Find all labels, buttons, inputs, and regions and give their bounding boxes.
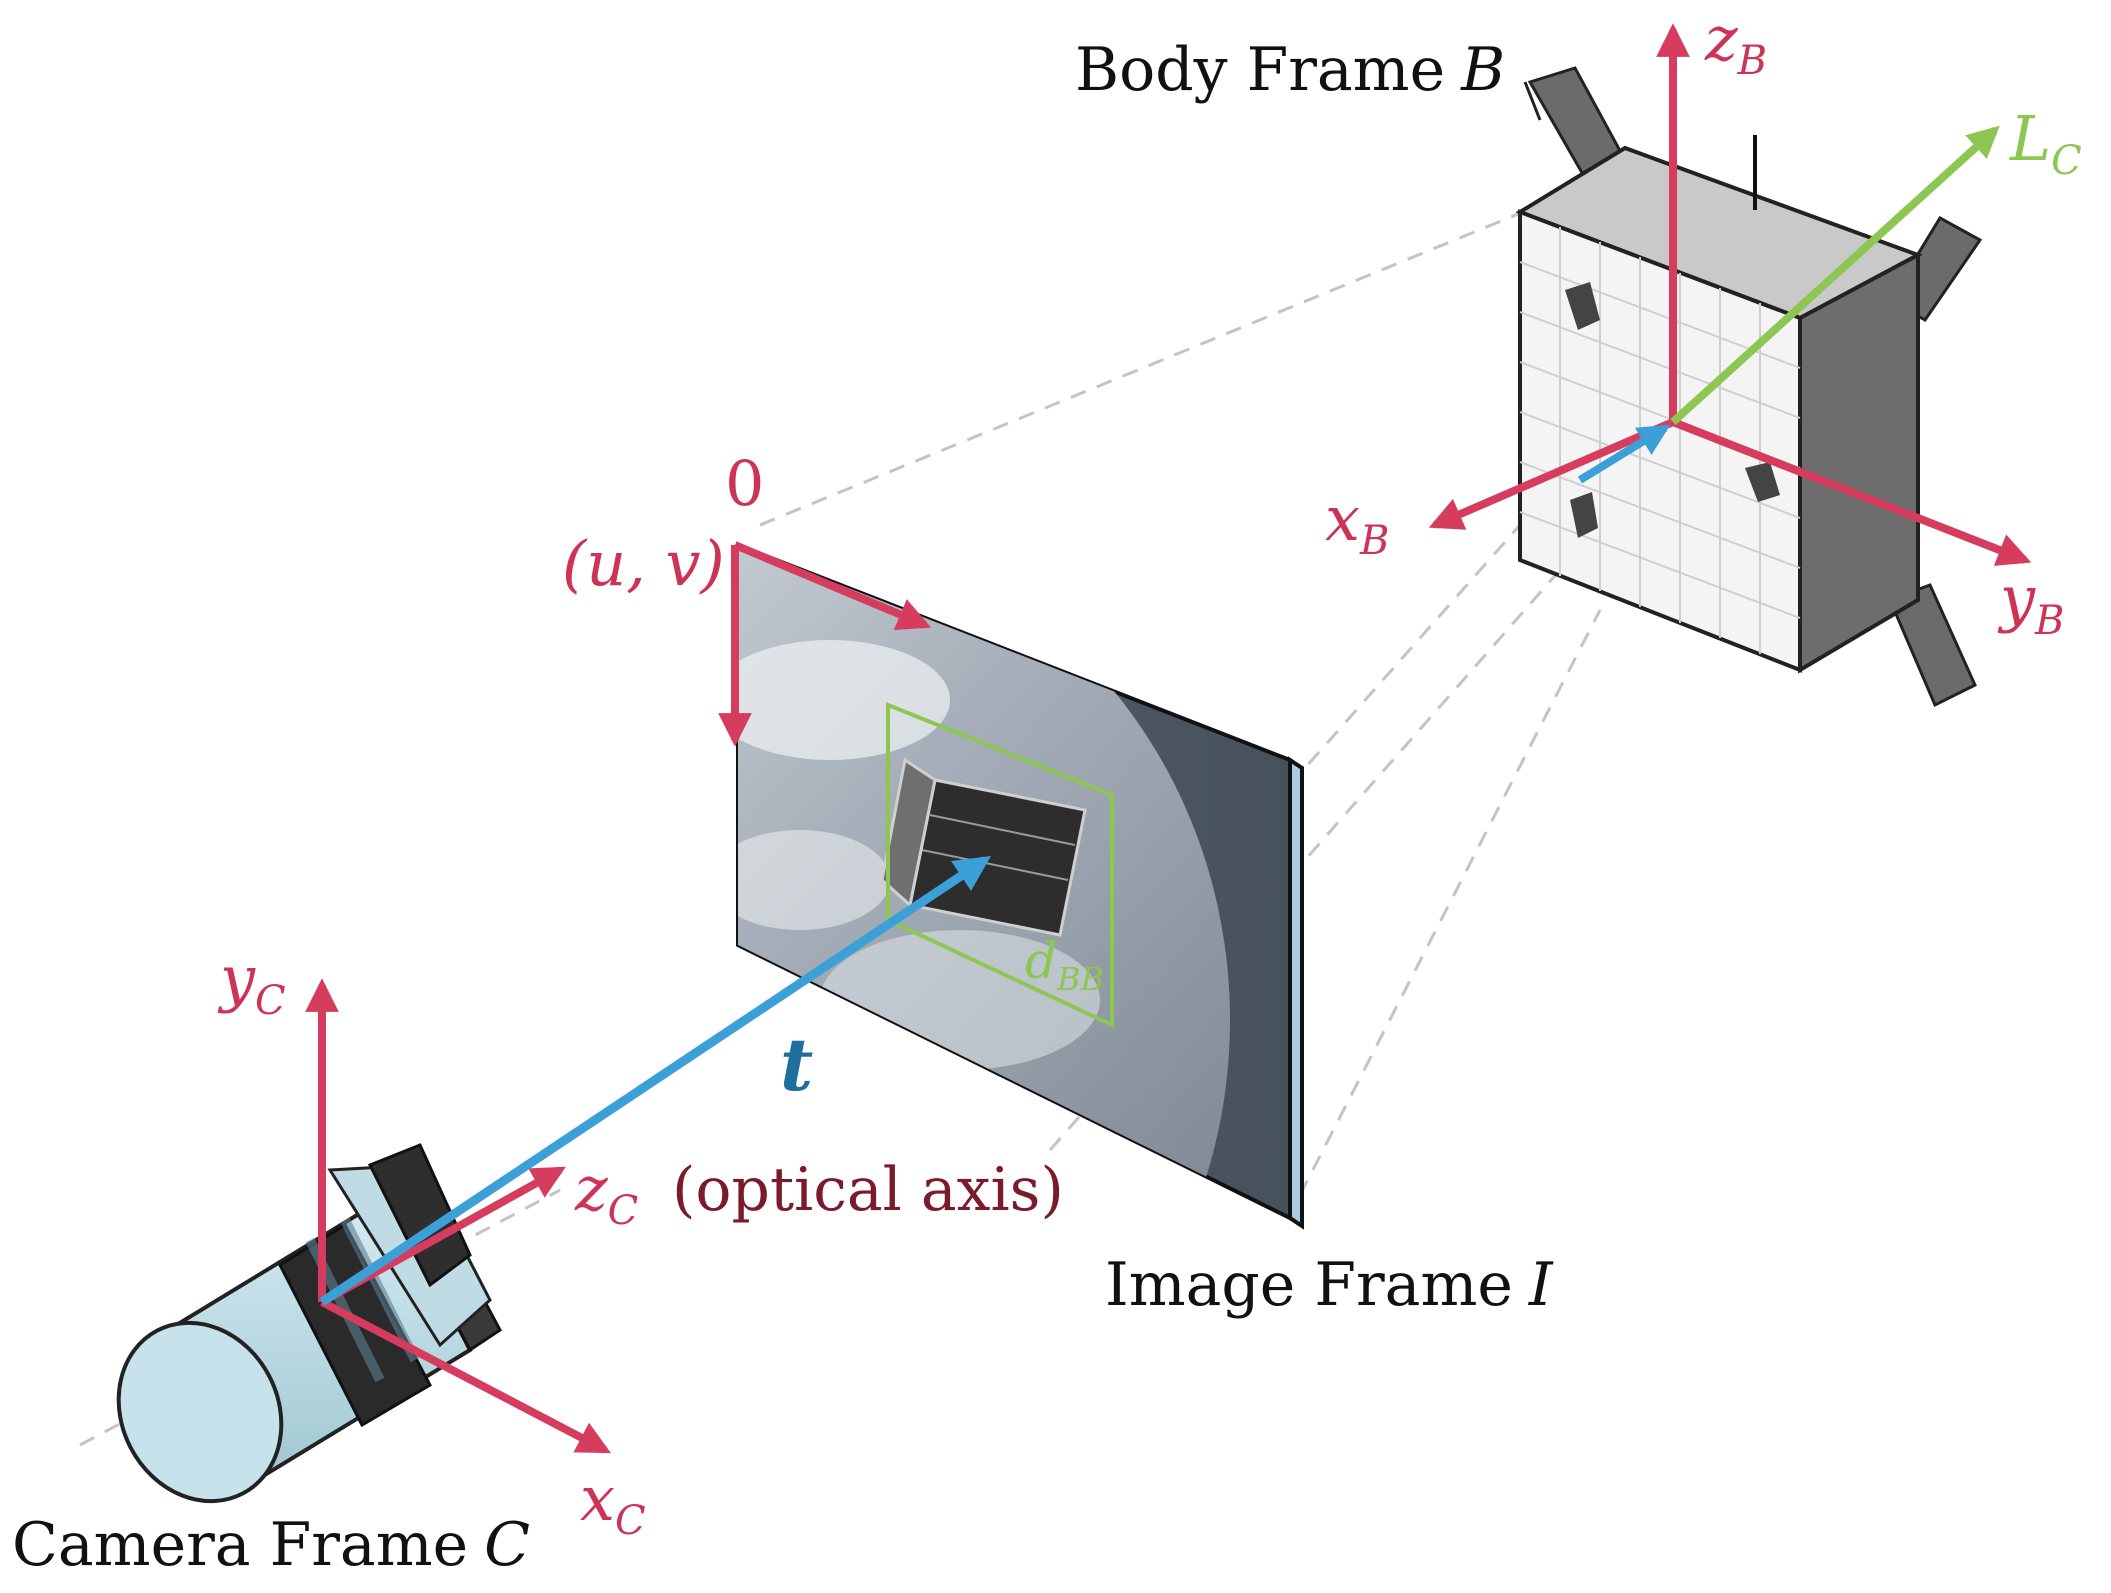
- yB-axis-arrow: [1671, 418, 2032, 566]
- zB-label: zB: [1704, 2, 1767, 84]
- xC-axis-arrow: [320, 1298, 611, 1454]
- bbox-diagonal-label: dBB: [1025, 932, 1104, 998]
- zC-label: zC: [574, 1152, 638, 1234]
- xC-label: xC: [580, 1462, 646, 1544]
- satellite-in-image: [880, 757, 1087, 937]
- body-translation-arrow: [1577, 424, 1671, 484]
- yB-label: yB: [1997, 562, 2064, 644]
- image-plane: [736, 542, 1304, 1230]
- satellite-body: [1515, 66, 1983, 708]
- optical-axis-note: (optical axis): [672, 1155, 1064, 1225]
- camera-body: [116, 1143, 502, 1504]
- translation-label: t: [780, 1022, 813, 1107]
- image-origin-label: 0: [725, 447, 764, 520]
- LC-label: LC: [2009, 102, 2082, 184]
- u-axis-arrow: [733, 541, 932, 631]
- xB-label: xB: [1325, 482, 1389, 564]
- xB-axis-arrow: [1428, 418, 1675, 530]
- yC-label: yC: [217, 942, 286, 1024]
- bounding-box: [886, 702, 1114, 1029]
- translation-vector-t: [319, 856, 991, 1306]
- pixel-coords-label: (u, v): [562, 527, 725, 600]
- LC-axis-arrow: [1670, 125, 2000, 425]
- body-axes: [1428, 23, 2032, 566]
- image-plane-axes: [718, 541, 932, 747]
